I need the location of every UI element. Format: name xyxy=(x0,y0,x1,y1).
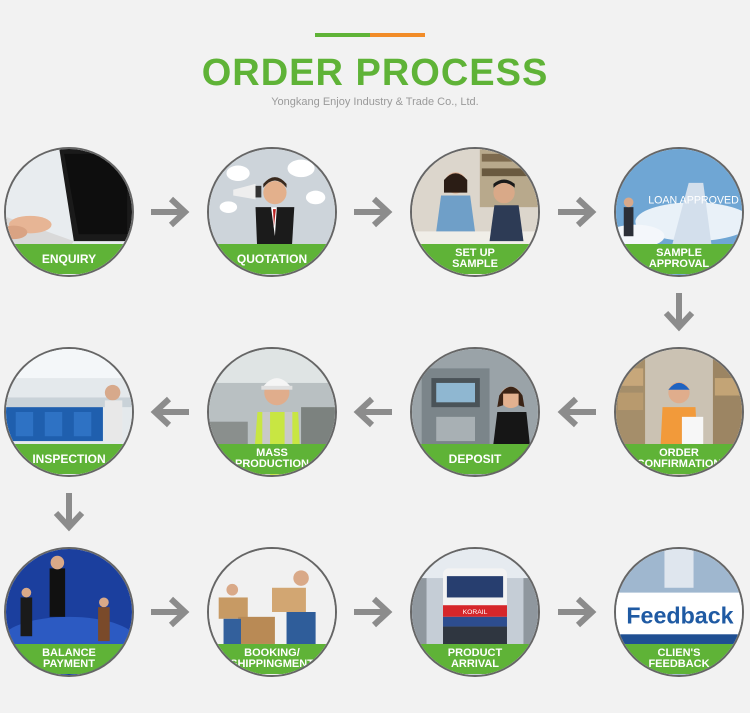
arrow-down-icon xyxy=(53,493,85,532)
arrow-right-icon xyxy=(151,596,190,628)
step-balance-payment: BALANCE PAYMENT xyxy=(4,547,134,677)
svg-text:KORAIL: KORAIL xyxy=(463,609,488,616)
step-label: MASS PRODUCTION xyxy=(209,444,335,474)
arrow-right-icon xyxy=(151,196,190,228)
step-label: PRODUCT ARRIVAL xyxy=(412,644,538,674)
step-order-confirmation: ORDER CONFIRMATION xyxy=(614,347,744,477)
arrow-right-icon xyxy=(558,196,597,228)
arrow-left-icon xyxy=(353,396,392,428)
page-title: ORDER PROCESS xyxy=(201,52,549,94)
svg-text:LOAN APPROVED: LOAN APPROVED xyxy=(648,194,739,206)
step-deposit: DEPOSIT xyxy=(410,347,540,477)
arrow-right-icon xyxy=(558,596,597,628)
step-set-up-sample: SET UP SAMPLE xyxy=(410,147,540,277)
step-mass-production: MASS PRODUCTION xyxy=(207,347,337,477)
step-booking-shippingment: BOOKING/ SHIPPINGMENT xyxy=(207,547,337,677)
step-label: QUOTATION xyxy=(209,244,335,274)
step-sample-approval: LOAN APPROVED SAMPLE APPROVAL xyxy=(614,147,744,277)
step-label: BALANCE PAYMENT xyxy=(6,644,132,674)
step-label: BOOKING/ SHIPPINGMENT xyxy=(209,644,335,674)
arrow-right-icon xyxy=(354,596,393,628)
step-clien-feedback: Feedback CLIEN'S FEEDBACK xyxy=(614,547,744,677)
title-accent-bar xyxy=(315,33,425,37)
step-inspection: INSPECTION xyxy=(4,347,134,477)
step-label: SAMPLE APPROVAL xyxy=(616,244,742,274)
step-label: DEPOSIT xyxy=(412,444,538,474)
feedback-sign-text: Feedback xyxy=(626,603,733,629)
step-label: CLIEN'S FEEDBACK xyxy=(616,644,742,674)
step-product-arrival: KORAIL PRODUCT ARRIVAL xyxy=(410,547,540,677)
step-label: INSPECTION xyxy=(6,444,132,474)
step-label: ENQUIRY xyxy=(6,244,132,274)
arrow-down-icon xyxy=(663,293,695,332)
step-label: ORDER CONFIRMATION xyxy=(616,444,742,474)
accent-green xyxy=(315,33,370,37)
arrow-right-icon xyxy=(354,196,393,228)
arrow-left-icon xyxy=(557,396,596,428)
arrow-left-icon xyxy=(150,396,189,428)
step-enquiry: ENQUIRY xyxy=(4,147,134,277)
company-subtitle: Yongkang Enjoy Industry & Trade Co., Ltd… xyxy=(271,96,479,108)
step-label: SET UP SAMPLE xyxy=(412,244,538,274)
step-quotation: QUOTATION xyxy=(207,147,337,277)
accent-orange xyxy=(370,33,425,37)
